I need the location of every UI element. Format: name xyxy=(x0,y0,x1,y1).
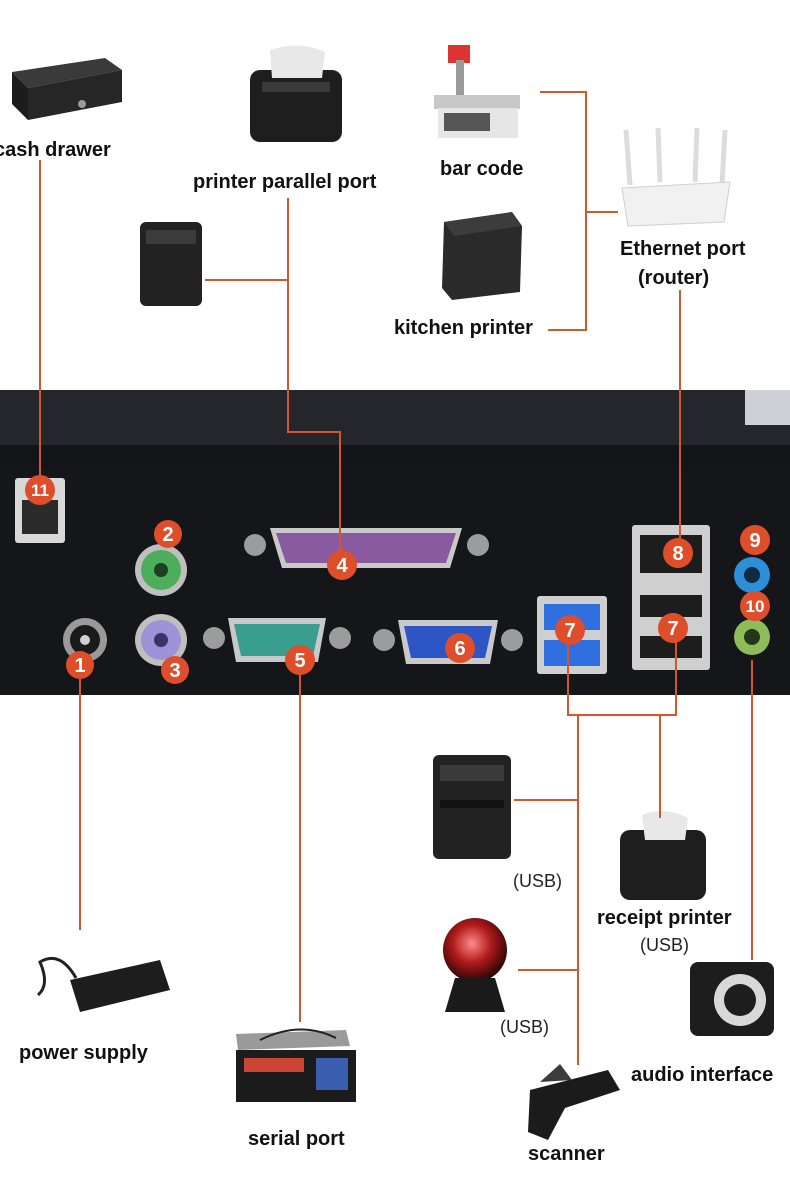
label-power-supply: power supply xyxy=(19,1042,148,1064)
badge-2: 2 xyxy=(154,520,182,548)
side-printer-image xyxy=(140,222,202,306)
svg-text:3: 3 xyxy=(169,660,180,682)
badge-11: 11 xyxy=(25,475,55,505)
badge-4: 4 xyxy=(327,550,357,580)
badge-7b: 7 xyxy=(658,613,688,643)
speaker-image xyxy=(690,962,774,1036)
svg-text:5: 5 xyxy=(294,650,305,672)
power-jack[interactable] xyxy=(63,618,107,662)
kitchen-printer-image xyxy=(442,212,522,300)
label-usb-1: (USB) xyxy=(513,871,562,891)
label-bar-code: bar code xyxy=(440,158,524,180)
svg-text:6: 6 xyxy=(454,638,465,660)
cash-drawer-image xyxy=(12,58,122,120)
label-ethernet-port: Ethernet port xyxy=(620,238,746,260)
ps2-keyboard-port[interactable] xyxy=(135,544,187,596)
label-printer-parallel-port: printer parallel port xyxy=(193,171,377,193)
badge-1: 1 xyxy=(66,651,94,679)
badge-10: 10 xyxy=(740,591,770,621)
badge-3: 3 xyxy=(161,656,189,684)
label-serial-port: serial port xyxy=(248,1128,345,1150)
usb-printer-image xyxy=(433,755,511,859)
badge-5: 5 xyxy=(285,645,315,675)
label-kitchen-printer: kitchen printer xyxy=(394,317,533,339)
parallel-printer-image xyxy=(250,45,342,142)
port-badges: 1 2 3 4 5 6 7 7 8 9 10 11 xyxy=(25,475,770,684)
ps2-mouse-port[interactable] xyxy=(135,614,187,666)
scanner-globe-image xyxy=(443,918,507,1012)
svg-text:2: 2 xyxy=(162,524,173,546)
label-router: (router) xyxy=(638,267,710,289)
svg-text:11: 11 xyxy=(31,481,49,500)
label-usb-3: (USB) xyxy=(500,1017,549,1037)
svg-text:4: 4 xyxy=(336,555,348,577)
svg-text:7: 7 xyxy=(564,620,575,642)
badge-8: 8 xyxy=(663,538,693,568)
svg-text:9: 9 xyxy=(749,530,760,552)
badge-7a: 7 xyxy=(555,615,585,645)
label-scanner: scanner xyxy=(528,1143,605,1165)
svg-text:7: 7 xyxy=(667,618,678,640)
parallel-port[interactable] xyxy=(244,528,489,568)
badge-6: 6 xyxy=(445,633,475,663)
receipt-printer-image xyxy=(620,811,706,900)
svg-text:10: 10 xyxy=(746,597,765,616)
label-usb-2: (USB) xyxy=(640,935,689,955)
svg-text:8: 8 xyxy=(672,543,683,565)
audio-jacks[interactable] xyxy=(734,557,770,655)
handheld-scanner-image xyxy=(528,1064,620,1140)
badge-9: 9 xyxy=(740,525,770,555)
bar-code-scale-image xyxy=(434,45,520,138)
svg-text:1: 1 xyxy=(74,655,85,677)
connector-lines xyxy=(39,91,753,1065)
power-supply-image xyxy=(36,957,170,1012)
label-cash-drawer: cash drawer xyxy=(0,139,111,161)
label-receipt-printer: receipt printer xyxy=(597,907,732,929)
router-image xyxy=(621,127,731,227)
label-audio-interface: audio interface xyxy=(631,1064,774,1086)
serial-scale-image xyxy=(236,1028,356,1102)
